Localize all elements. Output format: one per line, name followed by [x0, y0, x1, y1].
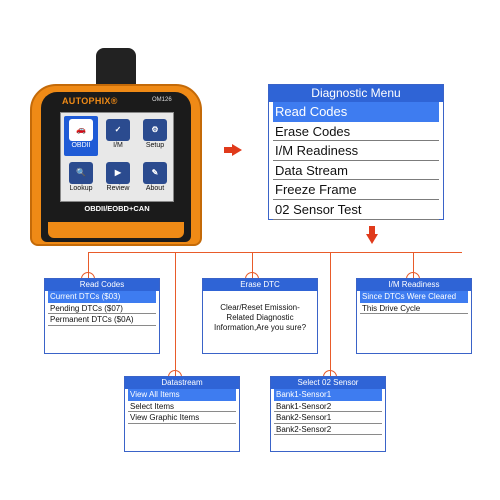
erase-dtc-panel: Erase DTC Clear/Reset Emission-Related D…: [202, 278, 318, 354]
magnifier-icon: 🔍: [69, 162, 93, 184]
erase-dtc-message: Clear/Reset Emission-Related Diagnostic …: [213, 303, 307, 332]
read-codes-item-permanent[interactable]: Permanent DTCs ($0A): [48, 314, 156, 326]
erase-dtc-title: Erase DTC: [203, 279, 317, 291]
o2-item-b1s1[interactable]: Bank1-Sensor1: [274, 389, 382, 401]
select-o2-title: Select 02 Sensor: [271, 377, 385, 389]
app-label: OBDII: [71, 142, 91, 149]
datastream-item-select[interactable]: Select Items: [128, 401, 236, 412]
clapper-icon: ▶: [106, 162, 130, 184]
menu-item-erase-codes[interactable]: Erase Codes: [273, 122, 439, 142]
app-label: Lookup: [69, 185, 93, 192]
menu-item-data-stream[interactable]: Data Stream: [273, 161, 439, 181]
im-readiness-title: I/M Readiness: [357, 279, 471, 291]
read-codes-item-current[interactable]: Current DTCs ($03): [48, 291, 156, 303]
read-codes-title: Read Codes: [45, 279, 159, 291]
o2-item-b1s2[interactable]: Bank1-Sensor2: [274, 401, 382, 412]
arrow-right-icon: [224, 144, 242, 156]
app-label: I/M: [113, 142, 123, 149]
wrench-icon: ⚙: [143, 119, 167, 141]
read-codes-item-pending[interactable]: Pending DTCs ($07): [48, 303, 156, 314]
o2-item-b2s2[interactable]: Bank2-Sensor2: [274, 424, 382, 435]
device-model: OM126: [152, 97, 172, 103]
read-codes-panel: Read Codes Current DTCs ($03) Pending DT…: [44, 278, 160, 354]
device-brand: AUTOPHIX®: [62, 96, 118, 106]
car-check-icon: ✓: [106, 119, 130, 141]
app-lookup[interactable]: 🔍 Lookup: [64, 159, 98, 199]
o2-item-b2s1[interactable]: Bank2-Sensor1: [274, 412, 382, 424]
app-setup[interactable]: ⚙ Setup: [138, 116, 172, 156]
diagnostic-menu: Diagnostic Menu Read Codes Erase Codes I…: [268, 84, 444, 220]
connector-line: [413, 252, 414, 278]
device-screen: 🚗 OBDII ✓ I/M ⚙ Setup 🔍 Lookup ▶ Review …: [60, 112, 174, 202]
app-obdii[interactable]: 🚗 OBDII: [64, 116, 98, 156]
app-label: Review: [106, 185, 130, 192]
app-label: Setup: [145, 142, 165, 149]
diagnostic-menu-title: Diagnostic Menu: [269, 85, 443, 102]
connector-line: [252, 252, 253, 278]
datastream-panel: Datastream View All Items Select Items V…: [124, 376, 240, 452]
select-o2-sensor-panel: Select 02 Sensor Bank1-Sensor1 Bank1-Sen…: [270, 376, 386, 452]
arrow-down-icon: [366, 226, 378, 244]
app-im[interactable]: ✓ I/M: [101, 116, 135, 156]
connector-line: [175, 252, 176, 376]
datastream-item-view-all[interactable]: View All Items: [128, 389, 236, 401]
device-bottom-trim: [48, 222, 184, 238]
car-icon: 🚗: [69, 119, 93, 141]
connector-line: [88, 252, 462, 253]
menu-item-im-readiness[interactable]: I/M Readiness: [273, 141, 439, 161]
im-item-this-drive-cycle[interactable]: This Drive Cycle: [360, 303, 468, 314]
app-review[interactable]: ▶ Review: [101, 159, 135, 199]
im-readiness-panel: I/M Readiness Since DTCs Were Cleared Th…: [356, 278, 472, 354]
document-icon: ✎: [143, 162, 167, 184]
menu-item-o2-sensor-test[interactable]: 02 Sensor Test: [273, 200, 439, 220]
connector-line: [330, 252, 331, 376]
connector-line: [88, 252, 89, 278]
menu-item-freeze-frame[interactable]: Freeze Frame: [273, 180, 439, 200]
datastream-title: Datastream: [125, 377, 239, 389]
device-footer-logo: OBDII/EOBD+CAN: [84, 204, 150, 213]
app-about[interactable]: ✎ About: [138, 159, 172, 199]
datastream-item-graphic[interactable]: View Graphic Items: [128, 412, 236, 424]
im-item-since-cleared[interactable]: Since DTCs Were Cleared: [360, 291, 468, 303]
menu-item-read-codes[interactable]: Read Codes: [273, 102, 439, 122]
app-label: About: [145, 185, 165, 192]
